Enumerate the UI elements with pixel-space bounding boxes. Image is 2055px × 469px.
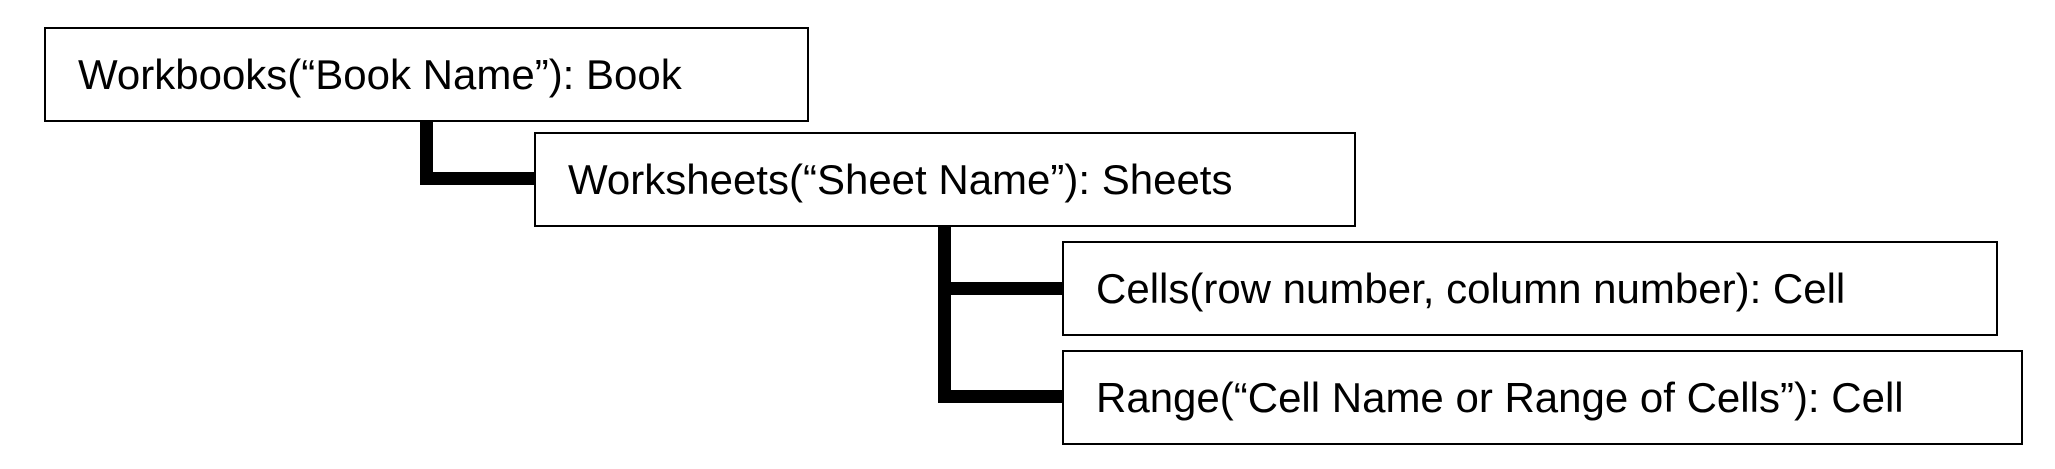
connector-worksheets-to-range — [938, 390, 1062, 403]
connector-worksheets-vertical — [938, 227, 951, 403]
worksheets-node: Worksheets(“Sheet Name”): Sheets — [534, 132, 1356, 227]
range-node-label: Range(“Cell Name or Range of Cells”): Ce… — [1096, 373, 1904, 421]
worksheets-node-label: Worksheets(“Sheet Name”): Sheets — [568, 155, 1233, 203]
connector-workbooks-vertical — [420, 122, 433, 185]
workbooks-node: Workbooks(“Book Name”): Book — [44, 27, 809, 122]
connector-workbooks-to-worksheets — [420, 172, 534, 185]
cells-node-label: Cells(row number, column number): Cell — [1096, 264, 1846, 312]
workbooks-node-label: Workbooks(“Book Name”): Book — [78, 50, 682, 98]
connector-worksheets-to-cells — [938, 282, 1062, 295]
range-node: Range(“Cell Name or Range of Cells”): Ce… — [1062, 350, 2023, 445]
cells-node: Cells(row number, column number): Cell — [1062, 241, 1998, 336]
